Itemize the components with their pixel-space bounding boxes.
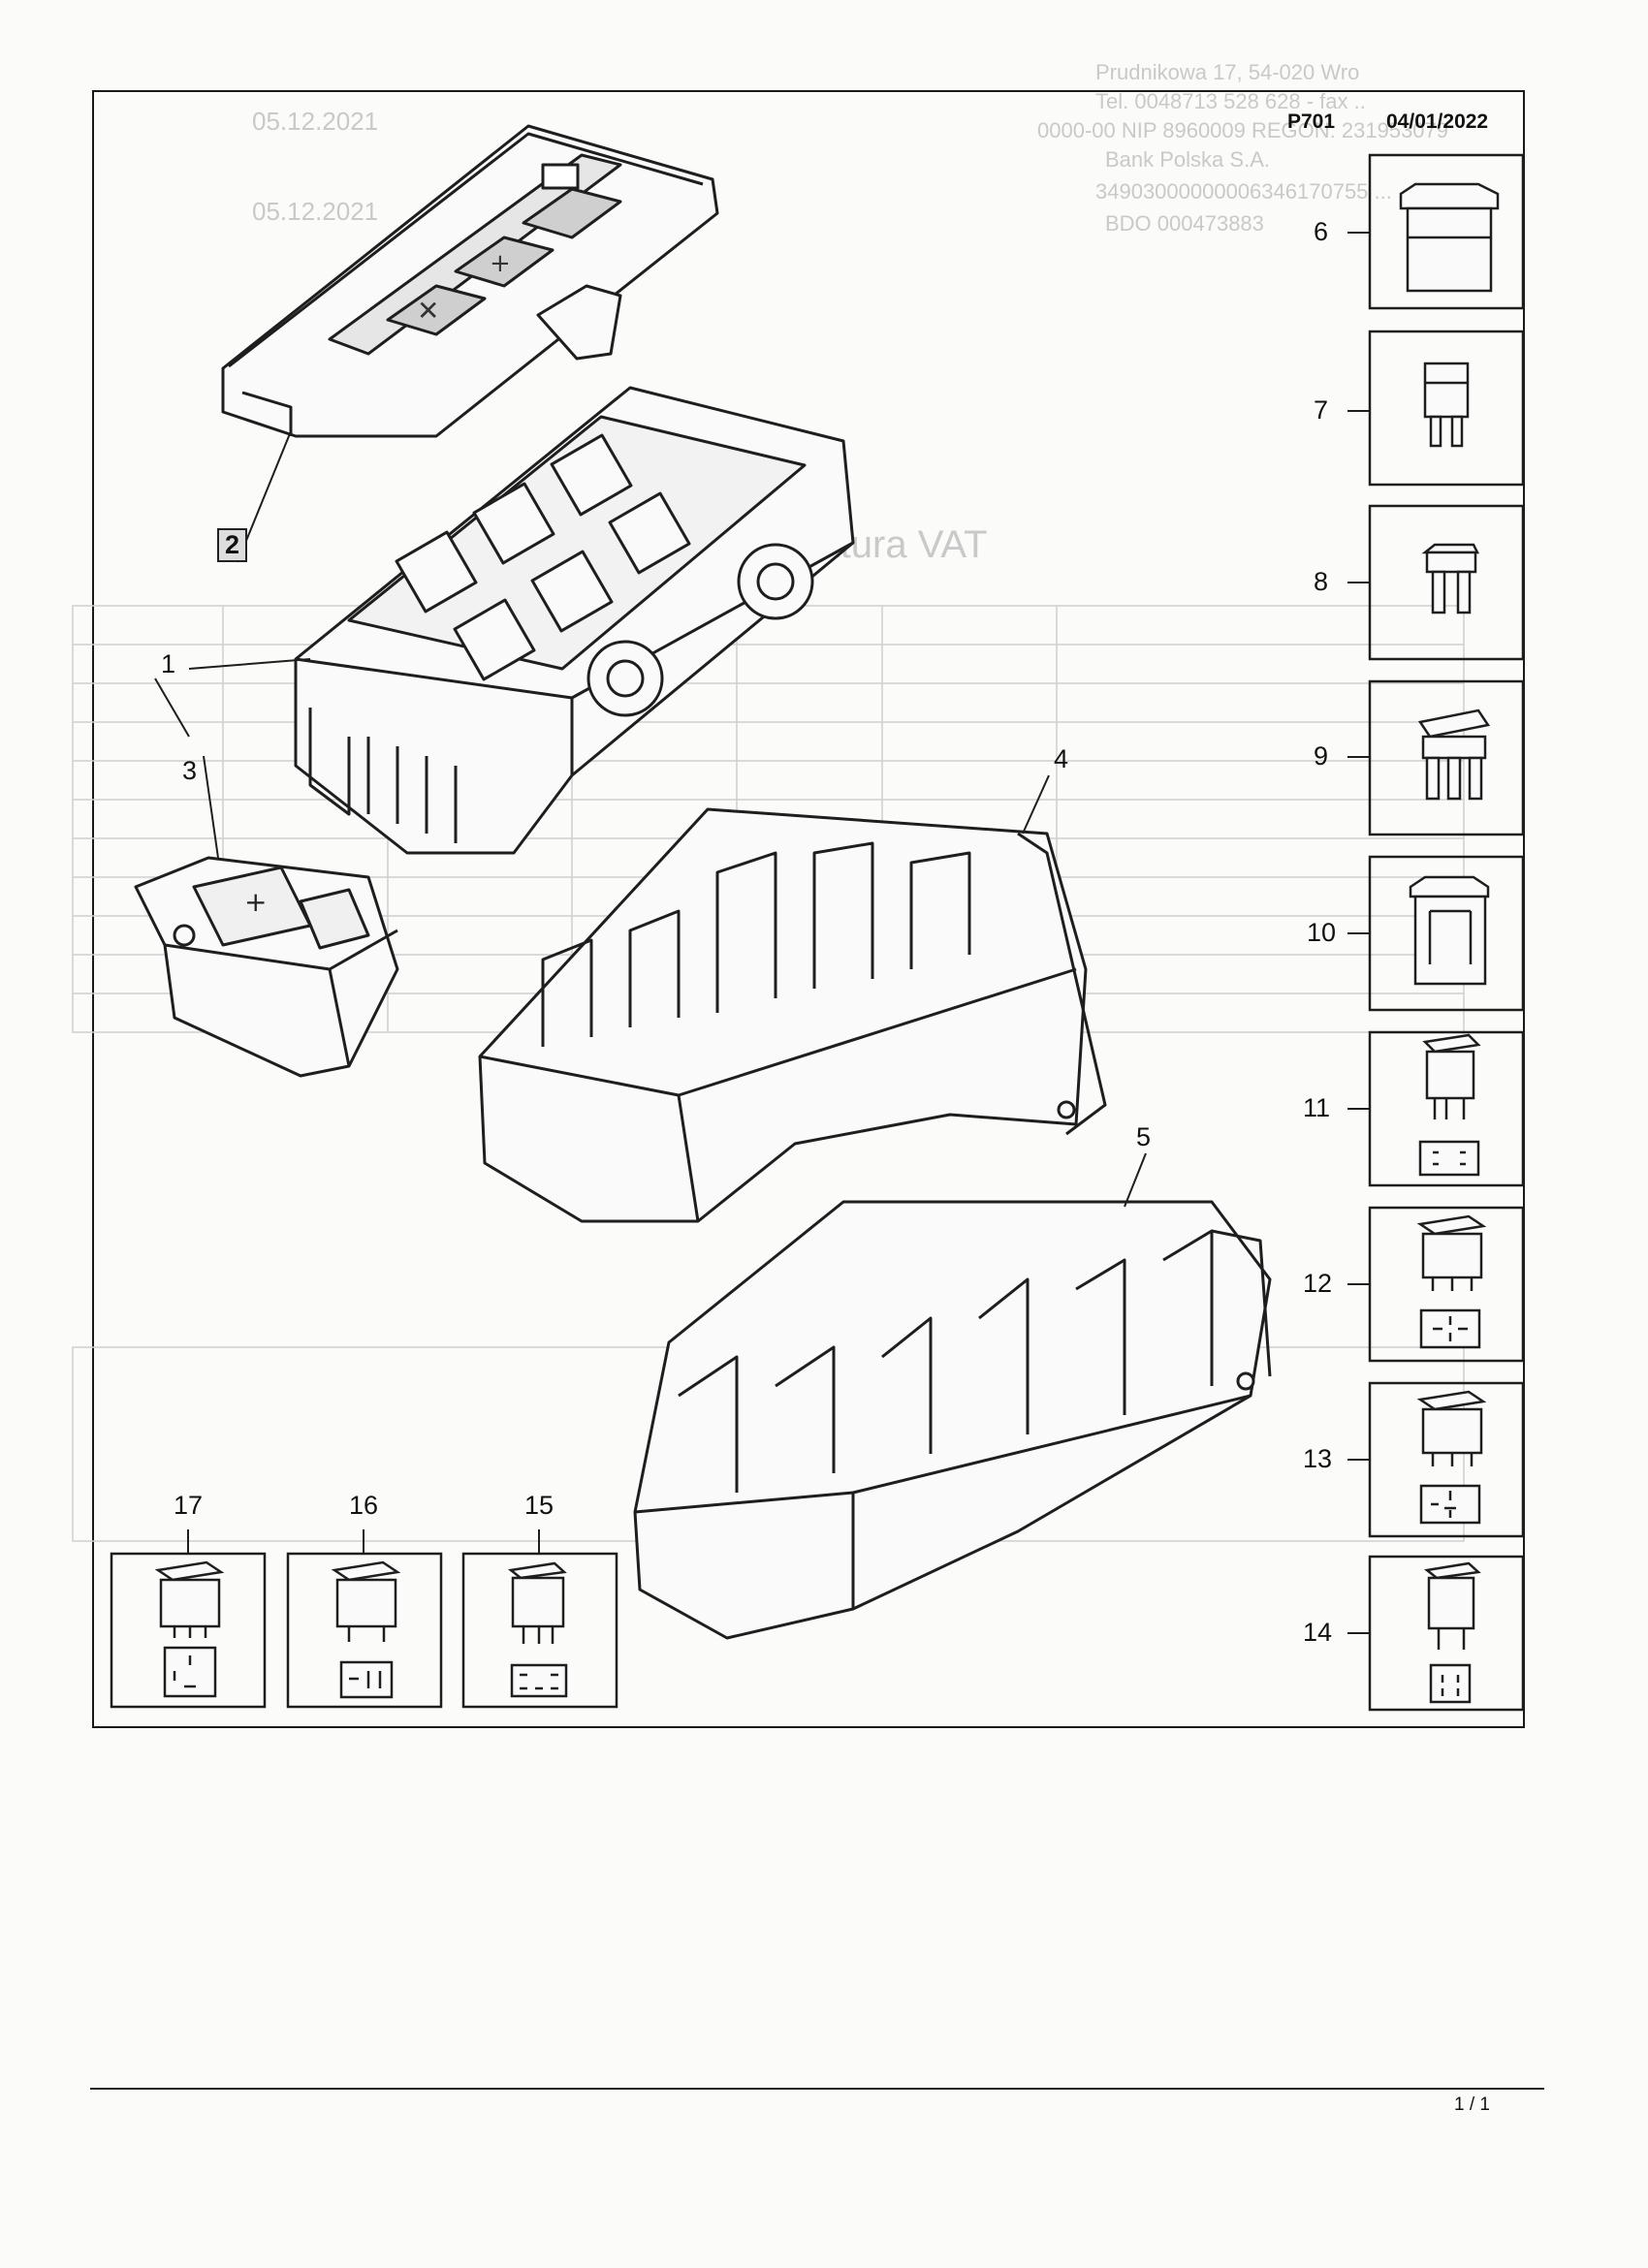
part-number-6: 6 xyxy=(1314,217,1329,246)
callout-1: 1 xyxy=(161,649,176,678)
micro-relay-icon xyxy=(1424,1561,1481,1704)
part-number-ticks xyxy=(187,232,1370,1634)
page-number: 1 / 1 xyxy=(1454,2095,1490,2115)
callout-2: 2 xyxy=(217,528,248,562)
micro-relay-icon xyxy=(1418,1033,1481,1177)
three-pin-fuse-icon xyxy=(1417,709,1491,801)
part-number-9: 9 xyxy=(1314,741,1329,771)
part-number-8: 8 xyxy=(1314,567,1329,596)
low-profile-fuse-icon xyxy=(1421,543,1480,614)
bleed-through-date: 05.12.2021 xyxy=(252,107,379,136)
fuse-box-cover: ✕ + xyxy=(221,124,719,438)
callout-4: 4 xyxy=(1054,744,1069,773)
micro-relay-icon xyxy=(508,1561,568,1698)
mini-relay-icon xyxy=(1416,1214,1487,1349)
part-number-13: 13 xyxy=(1303,1444,1333,1473)
bleed-through-line: BDO 000473883 xyxy=(1105,211,1264,236)
mini-relay-icon xyxy=(331,1560,401,1699)
cartridge-fuse-icon xyxy=(1409,875,1490,986)
part-number-14: 14 xyxy=(1303,1618,1333,1647)
mini-relay-icon xyxy=(154,1560,225,1698)
part-number-16: 16 xyxy=(349,1491,379,1520)
mounting-bracket-lower xyxy=(633,1200,1272,1640)
part-number-10: 10 xyxy=(1307,918,1337,947)
bleed-through-date: 05.12.2021 xyxy=(252,197,379,226)
part-number-12: 12 xyxy=(1303,1269,1333,1298)
part-number-15: 15 xyxy=(524,1491,555,1520)
footer-rule xyxy=(90,2088,1544,2090)
bleed-through-line: 34903000000006346170755 ... xyxy=(1095,179,1392,204)
svg-text:+: + xyxy=(490,249,511,278)
mini-fuse-icon xyxy=(1423,362,1470,448)
fuse-box-body xyxy=(294,386,855,855)
bleed-through-line: Prudnikowa 17, 54-020 Wro xyxy=(1095,60,1360,84)
part-number-7: 7 xyxy=(1314,395,1329,425)
document-date: 04/01/2022 xyxy=(1386,110,1489,133)
svg-text:✕: ✕ xyxy=(417,295,439,327)
callout-3: 3 xyxy=(182,756,198,785)
svg-text:+: + xyxy=(244,886,267,918)
part-number-11: 11 xyxy=(1303,1093,1331,1122)
relay-module: + xyxy=(134,856,399,1078)
bleed-through-line: Tel. 0048713 528 628 - fax .. xyxy=(1095,89,1366,113)
callout-5: 5 xyxy=(1136,1122,1152,1151)
document-ref-code: P701 xyxy=(1287,110,1336,133)
bleed-through-line: 0000-00 NIP 8960009 REGON: 231953079 xyxy=(1037,118,1449,142)
part-number-17: 17 xyxy=(174,1491,204,1520)
maxi-fuse-icon xyxy=(1399,182,1500,293)
mini-relay-icon xyxy=(1416,1390,1487,1525)
mounting-bracket-upper xyxy=(478,807,1107,1223)
bleed-through-line: Bank Polska S.A. xyxy=(1105,147,1270,172)
